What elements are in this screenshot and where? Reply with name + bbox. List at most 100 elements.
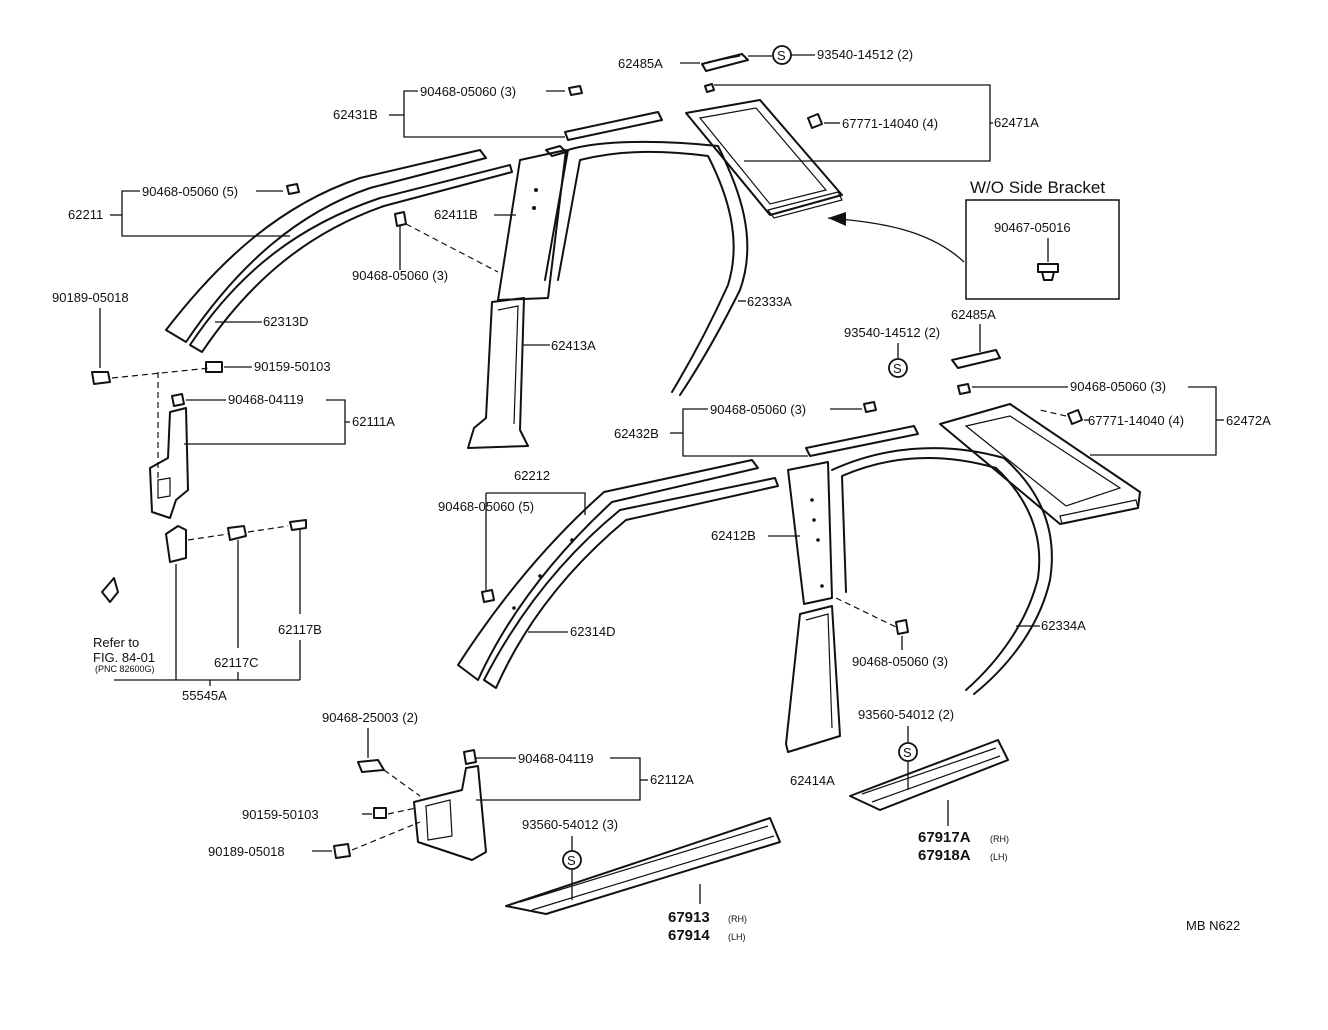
trim-62212: [457, 459, 779, 689]
dashed-link-a: [405, 223, 499, 273]
label-90468-04119-b: 90468-04119: [518, 751, 594, 766]
label-90468-05060-3-e: 90468-05060 (3): [852, 654, 948, 669]
trim-62112A: [413, 765, 487, 861]
part-ref-icon: [101, 577, 119, 603]
clip-90189-b-icon: [333, 843, 351, 859]
label-fig-84-01: FIG. 84-01: [93, 650, 155, 665]
dashed-link-d: [187, 533, 229, 541]
weatherstrip-62333A-inner: [557, 150, 735, 393]
label-93540-14512-mid: 93540-14512 (2): [844, 325, 940, 340]
clip-90468-04119-b-icon: [463, 749, 477, 765]
label-90468-05060-3-c: 90468-05060 (3): [1070, 379, 1166, 394]
label-93560-54012-2: 93560-54012 (2): [858, 707, 954, 722]
clip-62117B-icon: [289, 519, 307, 531]
label-90468-25003-2: 90468-25003 (2): [322, 710, 418, 725]
label-90468-05060-3-a: 90468-05060 (3): [420, 84, 516, 99]
label-55545A: 55545A: [182, 688, 227, 703]
label-62117B: 62117B: [278, 622, 322, 637]
label-62485A-top: 62485A: [618, 56, 663, 71]
label-67771-14040-a: 67771-14040 (4): [842, 116, 938, 131]
weatherstrip-62334A: [831, 447, 1053, 695]
arrow-head: [828, 212, 846, 226]
pointer-curve: [827, 217, 965, 263]
label-62313D: 62313D: [263, 314, 309, 329]
clip-icon-f: [863, 401, 877, 413]
label-diagram-code: MB N622: [1186, 918, 1240, 933]
dashed-link-e: [247, 525, 289, 533]
label-67913-rh: (RH): [728, 914, 747, 924]
trim-62431B: [564, 111, 663, 141]
label-62432B: 62432B: [614, 426, 659, 441]
bracket-55545A: [114, 564, 301, 686]
dashed-link-i: [387, 807, 417, 815]
label-62411B: 62411B: [434, 207, 478, 222]
label-62117C: 62117C: [214, 655, 259, 670]
bracket-62211: [121, 190, 290, 237]
trim-62414A: [785, 605, 841, 753]
clip-62485A-top: [701, 53, 749, 72]
clip-icon: [568, 85, 583, 96]
label-62212: 62212: [514, 468, 550, 483]
clip-90468-25003-icon: [357, 759, 385, 773]
inset-box: [965, 199, 1120, 300]
label-62333A: 62333A: [747, 294, 792, 309]
svg-text:S: S: [893, 361, 902, 376]
label-90468-05060-3-d: 90468-05060 (3): [710, 402, 806, 417]
label-67914: 67914: [668, 927, 710, 944]
label-62413A: 62413A: [551, 338, 596, 353]
label-67917A-rh: (RH): [990, 834, 1009, 844]
clip-62485A-mid: [951, 349, 1001, 369]
label-62111A: 62111A: [352, 414, 395, 429]
dashed-link-h: [383, 769, 421, 797]
label-67917A: 67917A: [918, 829, 971, 846]
bracket-62431B: [403, 90, 565, 138]
bracket-62112A: [476, 757, 641, 801]
dashed-link-g: [835, 597, 899, 629]
label-90189-05018-b: 90189-05018: [208, 844, 285, 859]
label-62211: 62211: [68, 207, 103, 222]
s-symbol-icon-rear: S: [898, 742, 918, 762]
bracket-62212: [486, 492, 586, 515]
trim-62412B: [787, 461, 833, 605]
label-67918A: 67918A: [918, 847, 971, 864]
svg-text:S: S: [777, 48, 786, 63]
label-67913: 67913: [668, 909, 710, 926]
weatherstrip-62333A: [544, 140, 749, 396]
clip-icon-b: [704, 83, 715, 93]
label-62112A: 62112A: [650, 772, 694, 787]
label-62334A: 62334A: [1041, 618, 1086, 633]
label-pnc: (PNC 82600G): [95, 664, 155, 674]
svg-text:S: S: [567, 853, 576, 868]
label-62472A: 62472A: [1226, 413, 1271, 428]
label-90159-50103-b: 90159-50103: [242, 807, 319, 822]
label-90467-05016: 90467-05016: [994, 220, 1071, 235]
label-90189-05018-a: 90189-05018: [52, 290, 129, 305]
bolt-icon: [1037, 263, 1059, 281]
clip-90189-icon: [91, 371, 111, 385]
label-90468-05060-5-a: 90468-05060 (5): [142, 184, 238, 199]
clip-90468-04119-icon: [171, 393, 185, 407]
trim-62432B: [805, 425, 919, 457]
label-90468-05060-3-b: 90468-05060 (3): [352, 268, 448, 283]
trim-62111A: [149, 407, 189, 519]
clip-icon-e: [957, 383, 971, 395]
label-62471A: 62471A: [994, 115, 1039, 130]
label-67914-lh: (LH): [728, 932, 746, 942]
clip-icon-d: [394, 211, 407, 227]
label-67918A-lh: (LH): [990, 852, 1008, 862]
clip-67771-icon-b: [1067, 409, 1083, 425]
trim-62413A: [467, 297, 529, 449]
screw-90159-b-icon: [373, 807, 387, 819]
label-93540-14512-top: 93540-14512 (2): [817, 47, 913, 62]
clip-icon-g: [481, 589, 495, 603]
scuff-plate-67913: [505, 817, 781, 915]
dashed-link-f: [1039, 409, 1067, 417]
svg-text:S: S: [903, 745, 912, 760]
trim-62211: [165, 149, 513, 353]
dashed-link-b: [111, 367, 211, 379]
clip-icon-h: [895, 619, 909, 635]
label-93560-54012-3: 93560-54012 (3): [522, 817, 618, 832]
label-62414A: 62414A: [790, 773, 835, 788]
label-62485A-mid: 62485A: [951, 307, 996, 322]
